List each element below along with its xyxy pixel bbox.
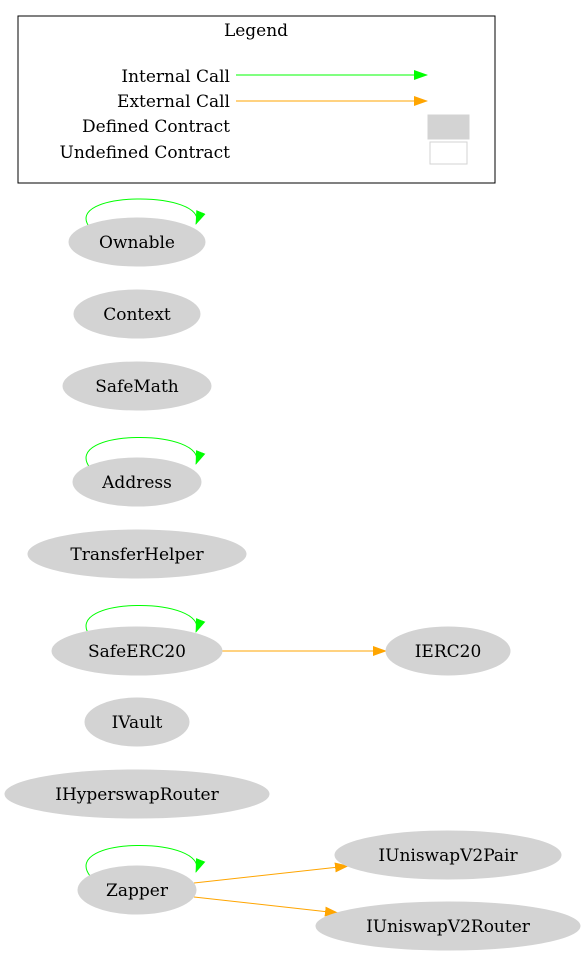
self-call-edge-ownable	[85, 198, 206, 229]
node-iuniswapv2router: IUniswapV2Router	[315, 901, 581, 951]
node-label-safeerc20: SafeERC20	[88, 642, 186, 662]
node-ownable: Ownable	[68, 217, 206, 267]
node-label-ownable: Ownable	[99, 233, 175, 253]
node-ivault: IVault	[84, 697, 190, 747]
legend-label-undefined-contract: Undefined Contract	[60, 143, 231, 163]
legend-label-defined-contract: Defined Contract	[82, 117, 230, 137]
node-label-ierc20: IERC20	[415, 642, 482, 662]
node-label-ihyperswaprouter: IHyperswapRouter	[55, 785, 219, 805]
node-label-address: Address	[101, 473, 172, 493]
legend-defined-contract-swatch	[427, 114, 470, 140]
contract-nodes: Ownable Context SafeMath Address Transfe…	[4, 217, 581, 951]
external-call-edges	[193, 646, 387, 917]
legend-title: Legend	[224, 21, 288, 41]
edge-zapper-to-iuniswapv2router	[193, 896, 339, 917]
node-iuniswapv2pair: IUniswapV2Pair	[334, 830, 562, 880]
node-zapper: Zapper	[77, 865, 197, 915]
node-label-zapper: Zapper	[106, 881, 169, 901]
self-call-loops	[85, 198, 206, 877]
node-label-iuniswapv2pair: IUniswapV2Pair	[378, 846, 518, 866]
node-address: Address	[72, 457, 202, 507]
self-call-edge-zapper	[85, 845, 206, 877]
node-label-iuniswapv2router: IUniswapV2Router	[366, 917, 531, 937]
node-ihyperswaprouter: IHyperswapRouter	[4, 769, 270, 819]
edge-zapper-to-iuniswapv2pair	[193, 862, 349, 884]
node-safeerc20: SafeERC20	[51, 626, 223, 676]
node-transferhelper: TransferHelper	[27, 529, 247, 579]
node-label-safemath: SafeMath	[95, 377, 179, 397]
node-label-ivault: IVault	[112, 713, 163, 733]
node-context: Context	[73, 289, 201, 339]
node-label-context: Context	[103, 305, 171, 325]
node-ierc20: IERC20	[385, 626, 511, 676]
node-safemath: SafeMath	[62, 361, 212, 411]
legend-label-internal-call: Internal Call	[121, 67, 230, 87]
legend-label-external-call: External Call	[117, 92, 230, 112]
legend-undefined-contract-swatch	[429, 141, 468, 165]
self-call-edge-address	[85, 437, 206, 469]
legend: Legend Internal Call External Call Defin…	[17, 15, 496, 184]
node-label-transferhelper: TransferHelper	[70, 545, 204, 565]
self-call-edge-safeerc20	[85, 605, 206, 637]
